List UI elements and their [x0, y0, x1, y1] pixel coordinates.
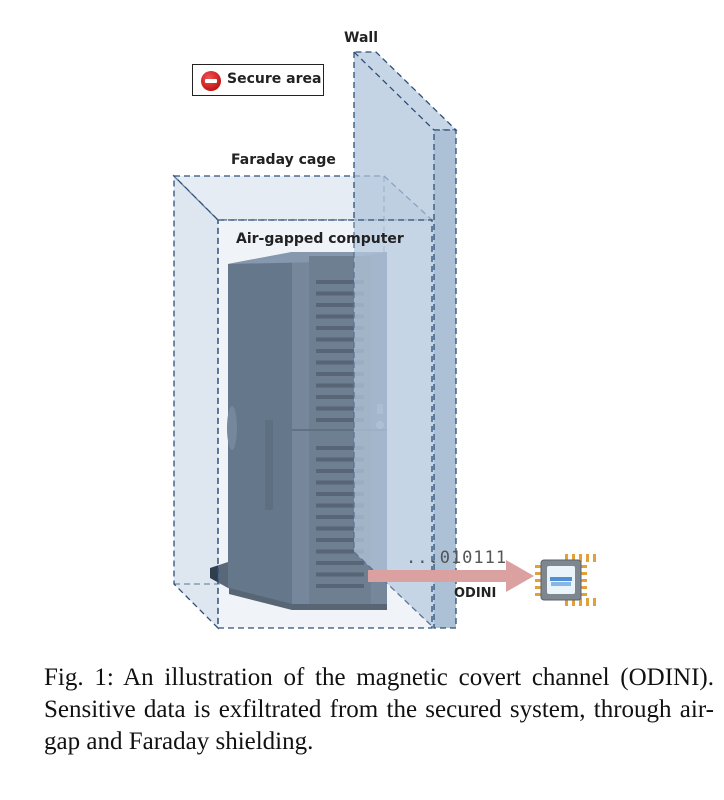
- faraday-cage-front: [217, 219, 433, 629]
- chip-icon: [535, 554, 596, 606]
- figure-caption: Fig. 1: An illustration of the magnetic …: [44, 664, 714, 755]
- drive-bay-vents: [316, 280, 364, 588]
- air-gapped-computer-label: Air-gapped computer: [236, 231, 404, 247]
- wall-label: Wall: [344, 30, 378, 46]
- odini-label: ODINI: [454, 586, 497, 601]
- wall: [352, 51, 458, 629]
- no-entry-icon: [201, 71, 221, 91]
- exfiltration-arrow: [368, 560, 534, 592]
- diagram-canvas: [172, 51, 596, 630]
- bit-stream: ...010111: [406, 548, 508, 568]
- secure-area-legend: Secure area: [192, 64, 324, 96]
- odini-diagram: Secure area Wall Faraday cage Air-gapped…: [172, 30, 596, 630]
- secure-area-label: Secure area: [227, 71, 322, 87]
- faraday-cage-label: Faraday cage: [231, 152, 336, 168]
